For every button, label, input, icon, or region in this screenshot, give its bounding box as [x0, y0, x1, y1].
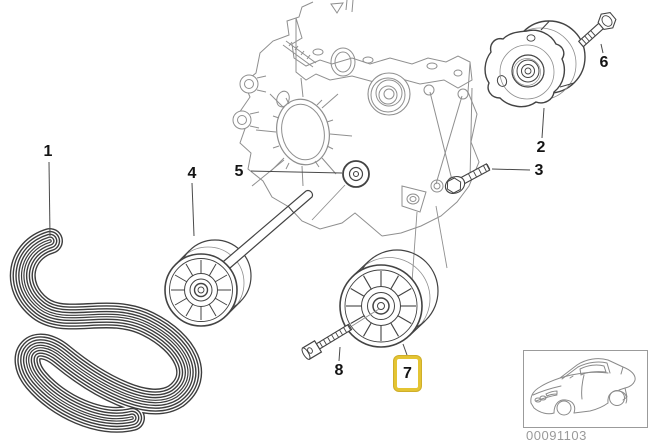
callout-5[interactable]: 5: [234, 163, 244, 180]
bolt-8-drawing: [301, 308, 380, 361]
callout-8[interactable]: 8: [334, 362, 344, 379]
callout-1[interactable]: 1: [43, 143, 53, 160]
bolt-3-drawing: [444, 163, 491, 195]
car-outline-icon: [530, 358, 636, 416]
guide-pulley-drawing: [342, 160, 370, 188]
belt-tensioner-drawing: [484, 20, 586, 108]
callout-leader-lines: [48, 43, 604, 362]
vehicle-thumbnail[interactable]: [523, 350, 648, 428]
engine-block-drawing: [232, 0, 480, 283]
bolt-6-drawing: [577, 11, 617, 48]
tensioner-pulley-drawing: [164, 189, 314, 327]
callout-7-label: 7: [403, 364, 412, 382]
image-code: 00091103: [526, 428, 587, 443]
callout-3[interactable]: 3: [534, 162, 544, 179]
callout-2[interactable]: 2: [536, 139, 546, 156]
ribbed-belt-drawing: [23, 241, 189, 420]
idler-pulley-drawing: [339, 249, 439, 348]
callout-4[interactable]: 4: [187, 165, 197, 182]
callout-6[interactable]: 6: [599, 54, 609, 71]
callout-7-highlighted[interactable]: 7: [394, 356, 421, 391]
